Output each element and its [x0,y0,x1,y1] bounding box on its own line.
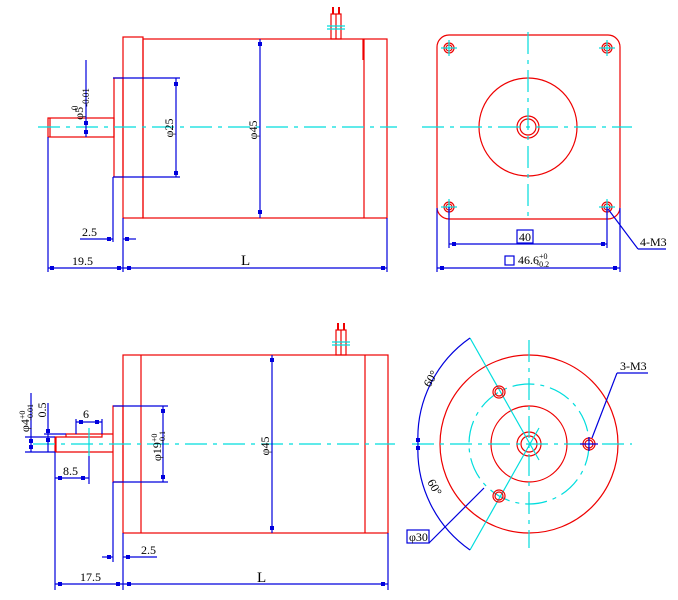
holes-callout: 3-M3 [620,359,647,373]
mounting-hole [492,385,506,399]
shaft-len-label: 17.5 [80,570,101,584]
mounting-hole [441,40,457,56]
bolt-circle-leader [428,487,485,544]
square-symbol-icon [504,255,515,266]
flat-depth-label: 0.5 [35,403,49,418]
mounting-hole [580,437,598,451]
flange-thk-label: 2.5 [82,225,97,239]
pilot-dia-label: φ19+0-0.1 [150,431,167,461]
body-len-label: L [257,570,266,586]
body-dia-label: φ45 [258,437,272,456]
body-dia-label: φ45 [246,121,260,140]
mounting-hole [599,40,615,56]
top-front-view: 40 46.6+0-0.2 4-M3 [422,32,667,272]
angle-dim-arc [417,337,471,551]
shaft-outline [54,433,113,453]
flange-size-label: 46.6+0-0.2 [518,252,549,269]
shaft-dia-label: φ4+0-0.01 [18,404,35,432]
holes-callout: 4-M3 [640,235,667,249]
flange-thk-label: 2.5 [141,543,156,557]
flat-pos-label: 8.5 [63,464,78,478]
bottom-front-view: 60° 60° 3-M3 φ30 [406,337,648,551]
angle-lower-label: 60° [424,477,445,499]
mounting-hole [492,489,506,503]
flat-len-label: 6 [83,407,89,421]
bolt-circle-label: φ30 [409,530,428,544]
shaft-len-label: 19.5 [72,254,93,268]
body-len-label: L [241,253,250,269]
top-side-view: φ5-0.010 φ25 φ45 2.5 19.5 L [38,7,397,272]
bottom-side-view: φ4+0-0.01 0.5 6 8.5 φ19+0-0.1 φ45 [18,323,395,590]
holes-leader [607,208,639,250]
holes-leader [591,372,618,439]
hole-spacing-label: 40 [519,230,531,244]
pilot-dia-label: φ25 [162,119,176,138]
shaft-dia-label: φ5-0.010 [70,88,91,120]
body-outline [142,38,388,219]
